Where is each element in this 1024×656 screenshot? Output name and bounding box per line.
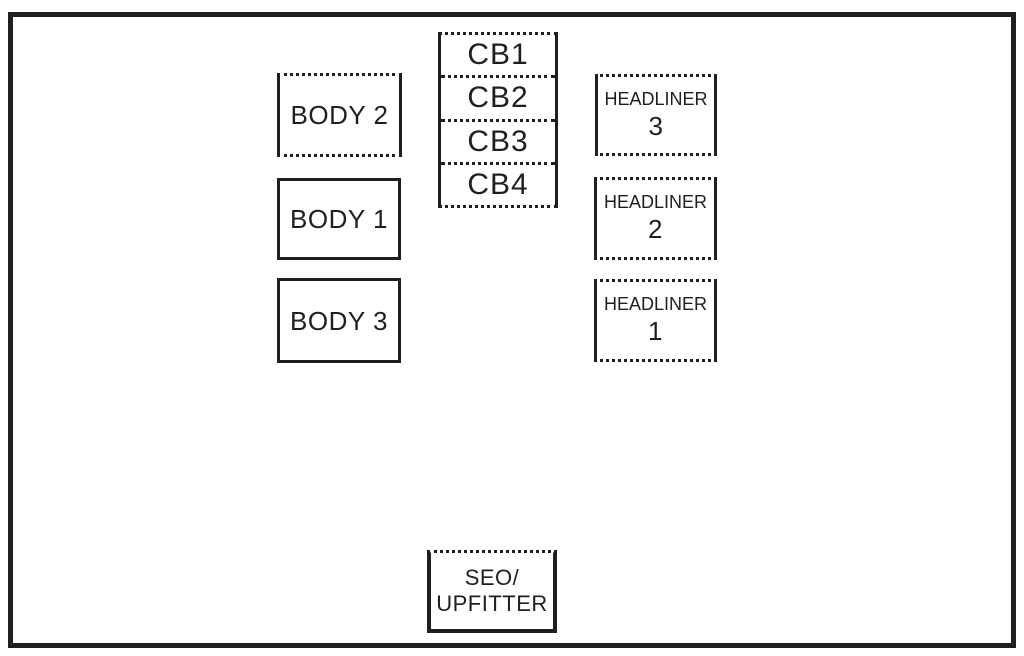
fuse-box-body-1: BODY 1 [277,178,401,260]
fuse-box-headliner-1: HEADLINER 1 [594,279,717,362]
fuse-box-headliner-3-title: HEADLINER [604,88,708,109]
fuse-box-headliner-1-number: 1 [648,316,663,347]
fuse-cell-cb3: CB3 [441,118,555,162]
fuse-box-headliner-2: HEADLINER 2 [594,177,717,260]
fuse-box-seo-upfitter: SEO/ UPFITTER [427,550,557,633]
fuse-box-body-3-label: BODY 3 [290,305,388,336]
fuse-cell-cb1-label: CB1 [467,38,529,72]
fuse-cell-cb2-label: CB2 [467,81,529,115]
fuse-box-body-1-label: BODY 1 [290,204,388,234]
fuse-box-headliner-3-number: 3 [648,110,664,141]
fuse-box-headliner-2-title: HEADLINER [603,192,708,213]
fuse-box-cb-stack: CB1 CB2 CB3 CB4 [438,32,558,208]
fuse-box-seo-upfitter-line2: UPFITTER [436,591,548,616]
fuse-box-body-2-label: BODY 2 [290,100,389,130]
fuse-cell-cb4: CB4 [441,161,555,205]
fuse-box-headliner-3: HEADLINER 3 [595,74,717,156]
fuse-box-headliner-2-number: 2 [648,214,663,245]
fuse-box-headliner-1-title: HEADLINER [603,294,708,315]
fuse-cell-cb4-label: CB4 [467,167,529,201]
fuse-cell-cb1: CB1 [441,35,555,75]
fuse-cell-cb3-label: CB3 [467,124,529,158]
fuse-box-body-2: BODY 2 [277,73,402,157]
fuse-box-seo-upfitter-line1: SEO/ [464,564,520,590]
fuse-cell-cb2: CB2 [441,75,555,118]
fuse-box-body-3: BODY 3 [277,278,401,363]
